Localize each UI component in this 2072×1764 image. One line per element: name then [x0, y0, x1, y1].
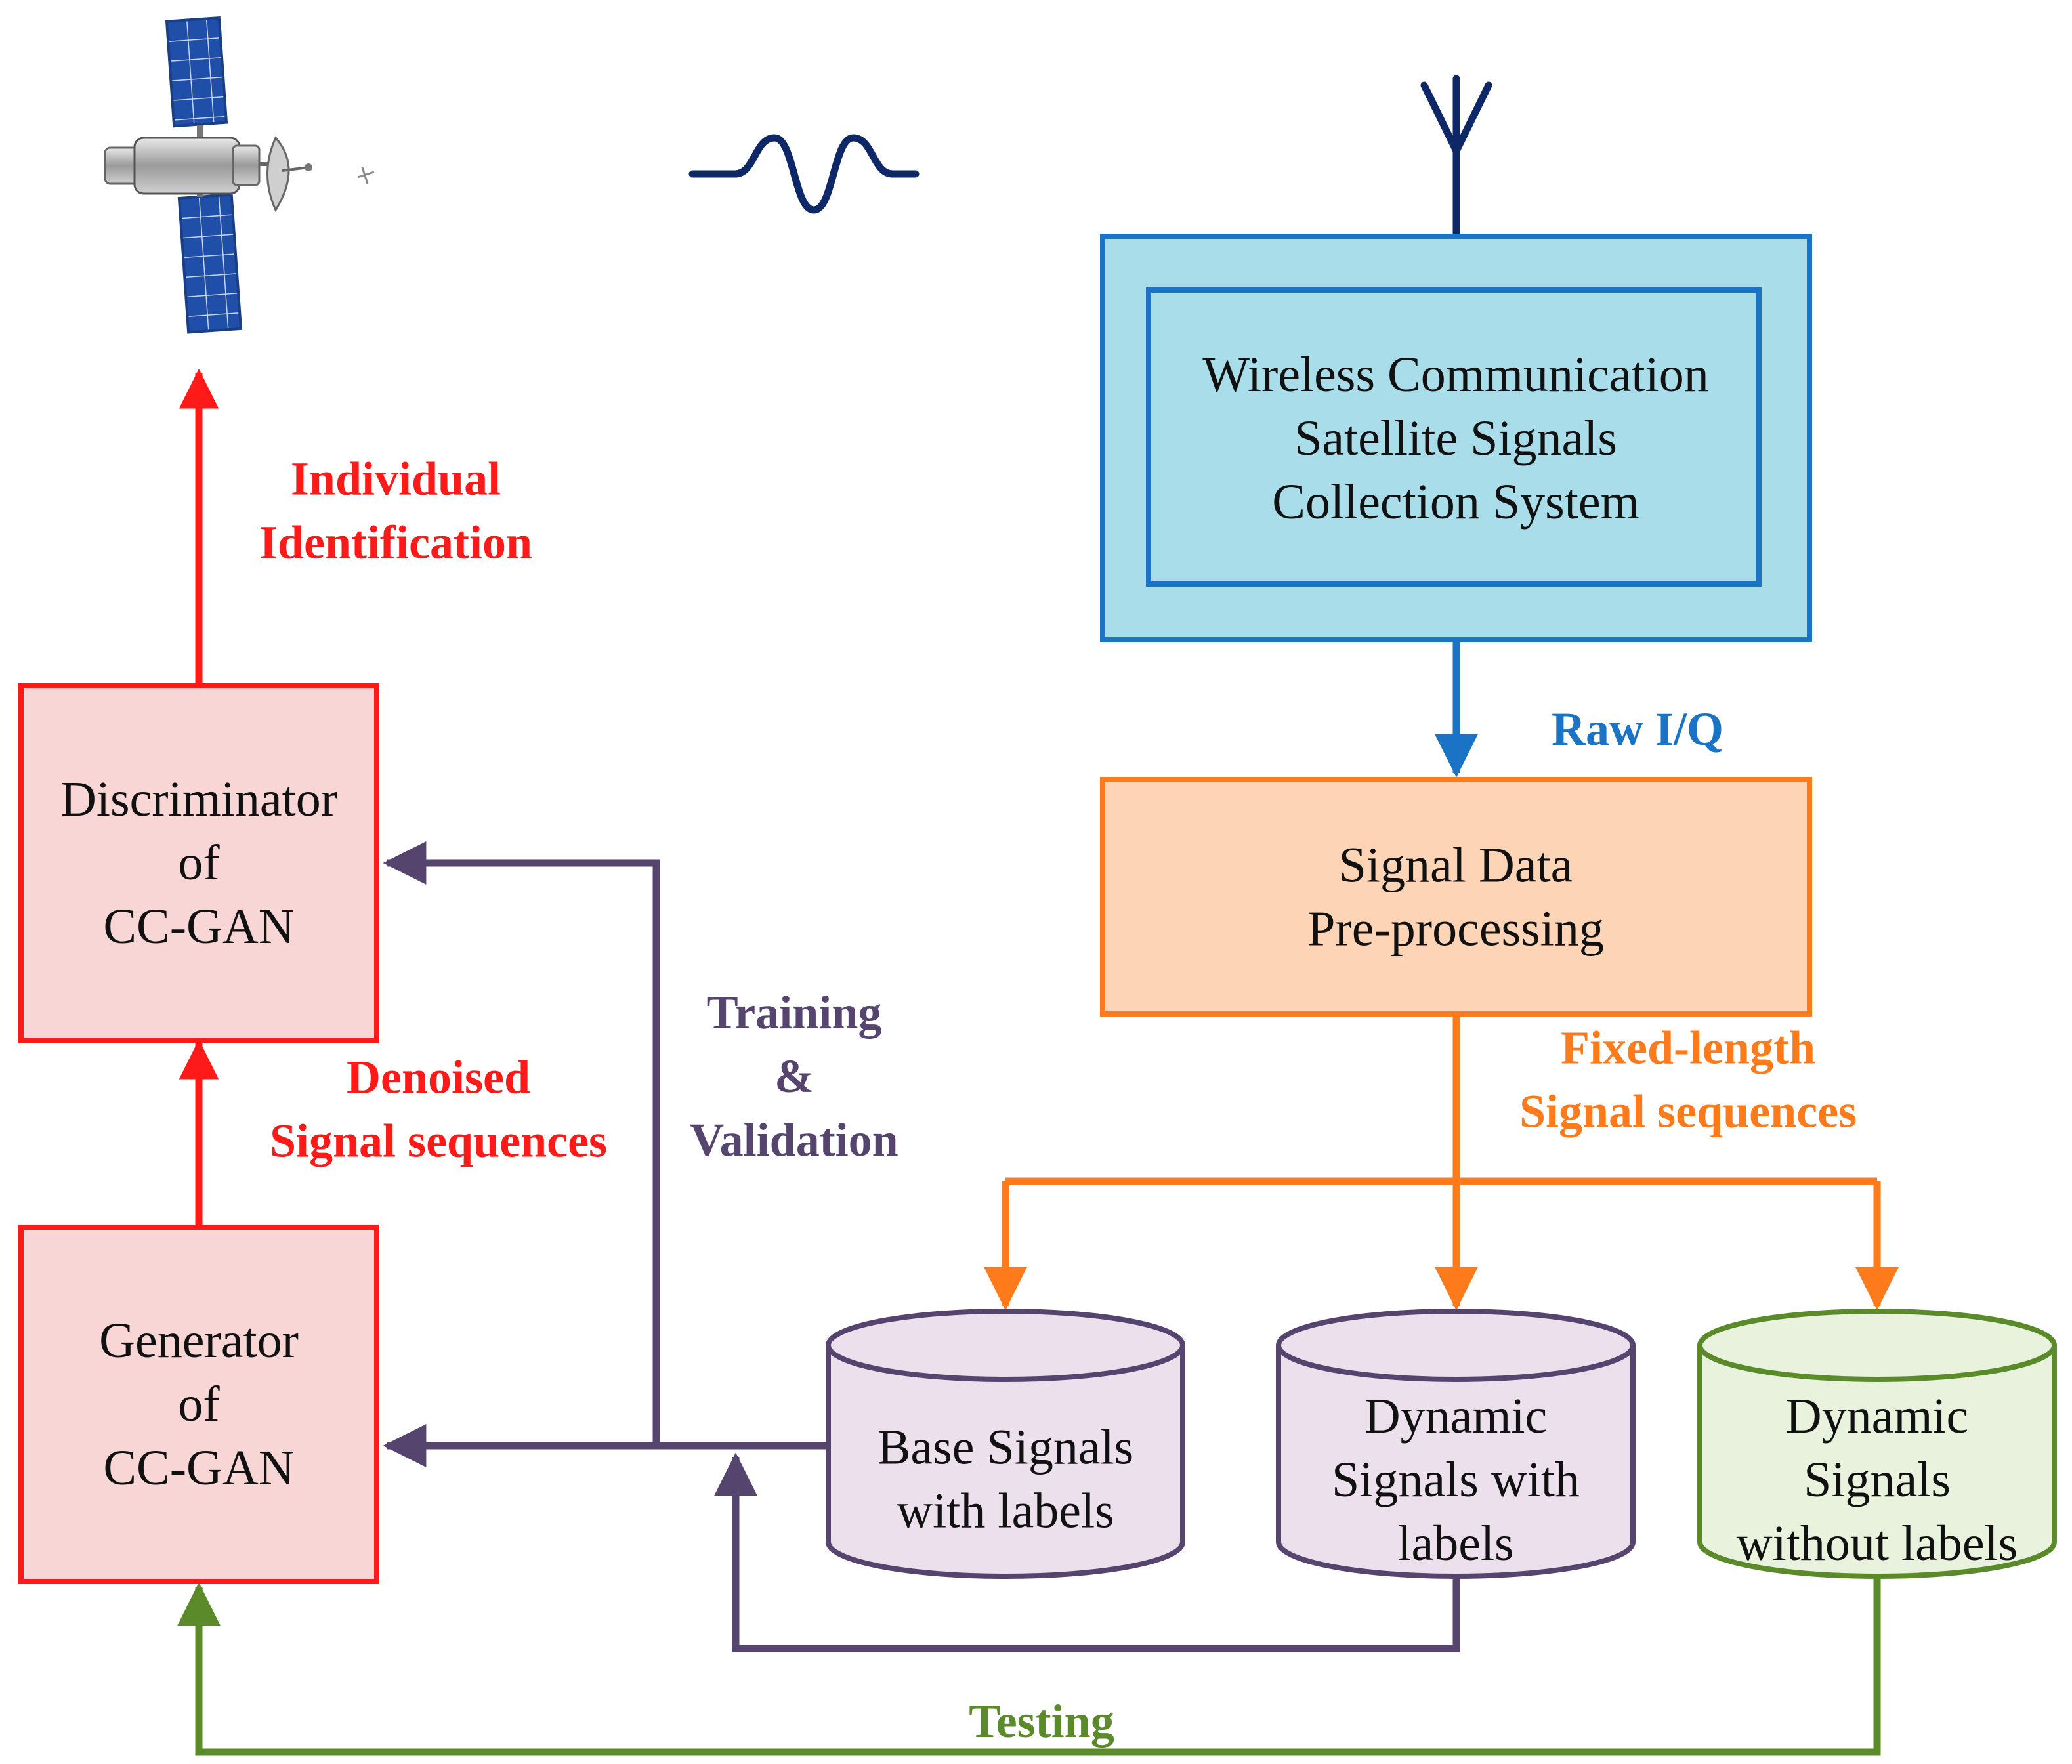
text-line: Individual: [291, 453, 501, 505]
text-line: Discriminator: [60, 772, 337, 827]
text-line: Denoised: [347, 1051, 530, 1104]
text-line: Identification: [259, 516, 532, 569]
text-line: Signal Data: [1339, 838, 1573, 893]
text-line: Pre-processing: [1307, 902, 1604, 957]
text-line: Signals: [1804, 1452, 1951, 1507]
text-line: Satellite Signals: [1294, 411, 1617, 466]
text-line: Validation: [690, 1114, 898, 1166]
text-line: Dynamic: [1364, 1389, 1548, 1444]
text-line: Base Signals: [877, 1420, 1134, 1475]
testing-label: Testing: [969, 1695, 1114, 1748]
text-line: Wireless Communication: [1202, 347, 1709, 402]
base-signals-label: Base Signals with labels: [877, 1420, 1134, 1539]
text-line: Fixed-length: [1561, 1022, 1815, 1074]
antenna-icon: [1420, 75, 1492, 240]
training-validation-connectors: [383, 841, 1460, 1652]
training-validation-label: Training & Validation: [690, 986, 898, 1166]
text-line: Signal sequences: [1519, 1085, 1857, 1138]
text-line: Signal sequences: [270, 1115, 607, 1167]
base-signals-database: Base Signals with labels: [826, 1309, 1185, 1579]
text-line: Dynamic: [1786, 1389, 1969, 1444]
text-line: Generator: [99, 1313, 299, 1368]
text-line: Raw I/Q: [1552, 703, 1723, 755]
raw-iq-label: Raw I/Q: [1552, 703, 1723, 755]
text-line: Training: [707, 986, 882, 1039]
sine-wave-icon: [688, 134, 920, 214]
fixed-length-connectors: [984, 1014, 1899, 1311]
text-line: Testing: [969, 1695, 1114, 1748]
satellite-icon: [104, 16, 375, 334]
text-line: without labels: [1737, 1516, 2018, 1571]
text-line: CC-GAN: [103, 899, 294, 954]
text-line: of: [178, 1377, 220, 1432]
text-line: CC-GAN: [103, 1440, 294, 1496]
text-line: with labels: [897, 1484, 1114, 1539]
testing-connector: [177, 1565, 1881, 1756]
text-line: &: [774, 1050, 814, 1102]
text-line: of: [178, 835, 220, 891]
text-line: Signals with: [1332, 1452, 1580, 1507]
text-line: Collection System: [1272, 474, 1639, 530]
text-line: labels: [1397, 1516, 1513, 1571]
